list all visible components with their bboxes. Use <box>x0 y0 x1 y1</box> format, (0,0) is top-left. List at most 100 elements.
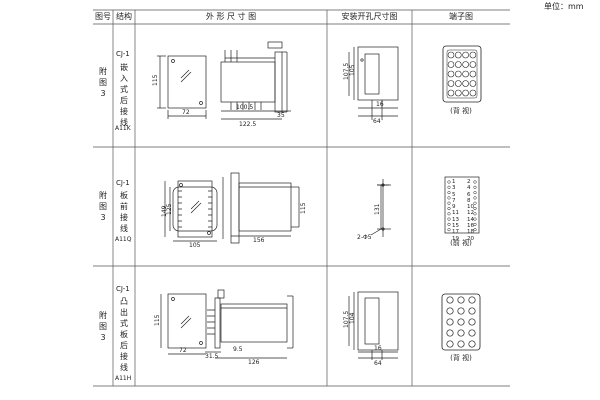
row1-view-caption: (背 视) <box>450 107 472 115</box>
terminal-circle <box>446 296 454 304</box>
terminal-pin <box>473 217 477 221</box>
terminal-circle <box>468 329 476 337</box>
terminal-pin <box>447 185 451 189</box>
terminal-pin <box>473 180 477 184</box>
terminal-circle <box>454 70 462 78</box>
row3-dim-width: 72 <box>179 347 187 354</box>
row1-mount-h2: 105 <box>349 64 356 76</box>
row3-outline-drawing: 115 72 31.5 9.5 126 <box>154 289 294 366</box>
terminal-circle <box>447 70 455 78</box>
row3-dim-depth2: 9.5 <box>233 346 243 353</box>
row2-mount-hole: 2-Φ5 <box>357 234 372 241</box>
terminal-circle <box>454 89 462 97</box>
terminal-circle <box>462 89 469 97</box>
row2-mount-h: 131 <box>374 203 381 215</box>
terminal-pin <box>447 222 451 226</box>
row3-dim-height: 115 <box>154 314 161 326</box>
header-fig-no: 图号 <box>95 12 111 21</box>
row1-outline-drawing: 115 72 100.5 122.5 35 <box>152 41 291 128</box>
row3-model: CJ-1 <box>116 285 130 293</box>
row2-code: A11Q <box>115 236 132 243</box>
row1-code: A11K <box>115 125 131 132</box>
terminal-circle <box>454 80 462 87</box>
row3-mount-w2: 64 <box>374 360 382 367</box>
terminal-pin <box>447 196 451 200</box>
row3-dim-depth1: 31.5 <box>205 353 219 360</box>
row1-model: CJ-1 <box>116 50 130 58</box>
terminal-pin <box>447 228 451 232</box>
row2-view-caption: (前 视) <box>450 239 472 247</box>
row1-mount-w1: 16 <box>376 101 384 108</box>
row1-terminal-drawing <box>442 45 482 103</box>
terminal-circle <box>457 296 465 304</box>
terminal-pin <box>447 201 451 205</box>
terminal-circle <box>468 296 476 304</box>
terminal-circle <box>468 307 476 315</box>
terminal-circle <box>469 80 477 87</box>
terminal-pin <box>473 191 477 195</box>
terminal-circle <box>469 70 477 78</box>
row2-model: CJ-1 <box>116 179 130 187</box>
terminal-circle <box>447 61 455 68</box>
row3-terminal-drawing <box>441 293 481 351</box>
terminal-circle <box>469 61 477 68</box>
terminal-circle <box>446 340 454 348</box>
header-mount: 安装开孔尺寸图 <box>341 12 398 21</box>
row2-dim-d: 156 <box>253 237 265 244</box>
unit-note: 单位：mm <box>544 2 584 11</box>
terminal-circle <box>447 89 455 97</box>
terminal-circle <box>468 340 476 348</box>
terminal-circle <box>457 307 465 315</box>
row2-dim-w: 105 <box>189 242 201 249</box>
row3-view-caption: (背 视) <box>450 354 472 362</box>
row2-dim-h2: 125 <box>166 203 173 215</box>
terminal-pin <box>447 191 451 195</box>
terminal-pin <box>473 185 477 189</box>
row1-mount-w2: 64 <box>373 118 381 125</box>
row2-dim-h3: 115 <box>300 202 307 214</box>
row3-mount-drawing: 107.5 104 16 64 <box>343 291 399 367</box>
row1-mount-drawing: 107.5 105 16 64 <box>343 46 399 125</box>
row3-mount-h1: 107.5 <box>343 311 350 328</box>
header-structure: 结构 <box>116 12 132 21</box>
terminal-circle <box>462 51 469 59</box>
terminal-pin <box>473 201 477 205</box>
row2-outline-drawing: 149 125 105 156 115 <box>161 172 307 249</box>
row2-structure-text: 板前 接线 <box>120 191 128 233</box>
terminal-circle <box>447 51 455 59</box>
terminal-circle <box>446 318 454 326</box>
terminal-pin <box>473 196 477 200</box>
terminal-circle <box>469 51 477 59</box>
terminal-circle <box>462 70 469 78</box>
terminal-pin <box>447 206 451 211</box>
row2-dim-h1: 149 <box>161 205 168 217</box>
terminal-circle <box>446 329 454 337</box>
terminal-circle <box>469 89 477 97</box>
row3-dim-depth3: 126 <box>248 359 260 366</box>
row1-dim-depth1: 100.5 <box>236 104 253 111</box>
terminal-pin <box>447 212 451 216</box>
terminal-circle <box>457 340 465 348</box>
terminal-pin <box>473 228 477 232</box>
row2-terminal-drawing <box>444 176 480 234</box>
terminal-pin <box>473 222 477 226</box>
terminal-circle <box>462 80 469 87</box>
row3-structure-text: 凸出 式板 后接 线 <box>120 297 128 372</box>
terminal-circle <box>468 318 476 326</box>
terminal-pin <box>473 206 477 211</box>
row1-structure-text: 嵌入式 后接线 <box>120 63 128 127</box>
row3-code: A11H <box>115 375 132 382</box>
terminal-pin <box>473 212 477 216</box>
header-terminal: 端子图 <box>449 12 473 21</box>
row1-dim-height: 115 <box>152 74 159 86</box>
terminal-pin <box>447 180 451 184</box>
terminal-circle <box>454 51 462 59</box>
row1-dim-depth3: 35 <box>277 112 285 119</box>
row1-dim-width: 72 <box>182 109 190 116</box>
